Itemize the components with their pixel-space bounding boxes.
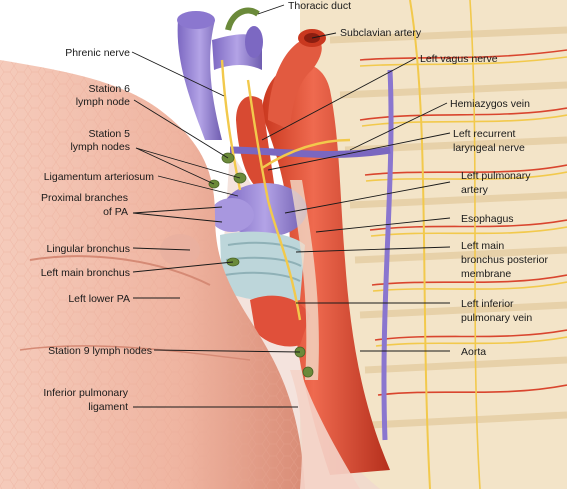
thoracic-duct-shape [225, 7, 260, 31]
labels: Thoracic duct Subclavian artery Left vag… [41, 0, 549, 413]
label-left-recurrent-line2: laryngeal nerve [453, 142, 525, 154]
label-aorta: Aorta [461, 346, 486, 358]
label-inferior-ligament-line1: Inferior pulmonary [43, 387, 128, 399]
label-left-inferior-pv-line1: Left inferior [461, 298, 514, 310]
label-inferior-ligament-line2: ligament [88, 401, 128, 413]
inferior-pulmonary-vein-shape [250, 295, 310, 347]
leader-lines [131, 4, 451, 408]
label-ligamentum-arteriosum: Ligamentum arteriosum [44, 171, 155, 183]
label-left-pa-line1: Left pulmonary [461, 170, 531, 182]
vein-shapes [177, 11, 391, 158]
label-hemiazygos-vein: Hemiazygos vein [450, 98, 530, 110]
label-left-main-posterior-line3: membrane [461, 268, 511, 280]
label-proximal-pa-line1: Proximal branches [41, 192, 128, 204]
label-station-6-line2: lymph node [76, 96, 130, 108]
label-left-main-posterior-line1: Left main [461, 240, 504, 252]
label-thoracic-duct: Thoracic duct [288, 0, 351, 12]
label-left-vagus-nerve: Left vagus nerve [420, 53, 498, 65]
label-left-inferior-pv-line2: pulmonary vein [461, 312, 532, 324]
label-left-lower-pa: Left lower PA [68, 293, 130, 305]
label-subclavian-artery: Subclavian artery [340, 27, 422, 39]
label-left-main-posterior-line2: bronchus posterior [461, 254, 548, 266]
label-station-5-line1: Station 5 [89, 128, 131, 140]
aorta-shape [236, 29, 390, 476]
label-station-6-line1: Station 6 [89, 83, 131, 95]
label-lingular-bronchus: Lingular bronchus [47, 243, 130, 255]
label-proximal-pa-line2: of PA [103, 206, 128, 218]
lymph-node-shapes [208, 152, 314, 378]
ligament-shape [290, 370, 360, 489]
esophagus-shape [290, 180, 319, 380]
label-left-pa-line2: artery [461, 184, 489, 196]
label-phrenic-nerve: Phrenic nerve [65, 47, 130, 59]
label-left-main-bronchus: Left main bronchus [41, 267, 130, 279]
label-station-5-line2: lymph nodes [70, 141, 130, 153]
label-left-recurrent-line1: Left recurrent [453, 128, 516, 140]
label-station-9: Station 9 lymph nodes [48, 345, 152, 357]
lung-shape [0, 60, 305, 489]
label-esophagus: Esophagus [461, 213, 514, 225]
